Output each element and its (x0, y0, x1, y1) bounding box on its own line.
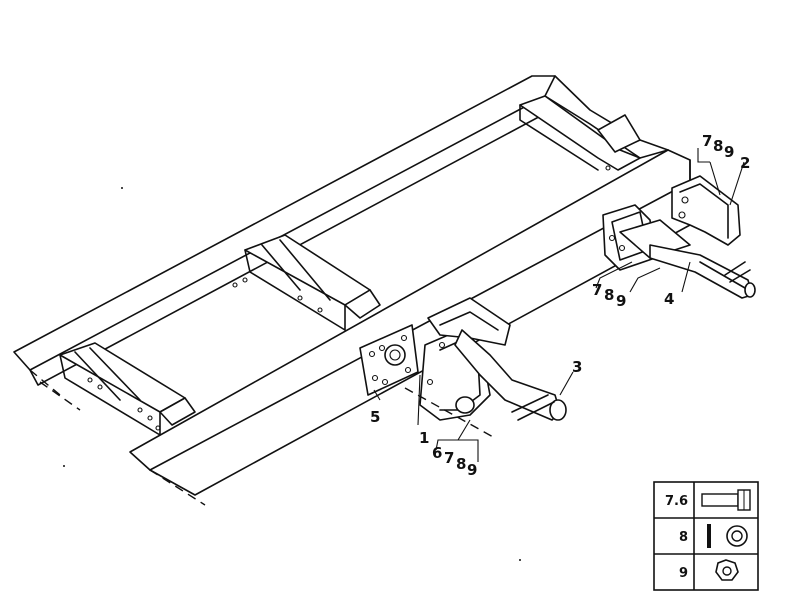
bolt-icon (701, 489, 751, 511)
group-mid-7: 7 (592, 281, 602, 299)
group-bot-7: 7 (444, 449, 454, 467)
group-bot-9: 9 (467, 461, 477, 479)
front-suspension-assembly (359, 297, 567, 439)
group-bot-8: 8 (456, 455, 466, 473)
callout-labels: 1 2 3 4 5 7 8 9 7 8 9 6 7 8 9 (370, 132, 750, 479)
washer-icon (707, 524, 748, 548)
legend-number-row2: 8 (679, 530, 688, 545)
callout-leaders (373, 148, 745, 462)
rear-mount-assembly (602, 175, 756, 299)
group-mid-8: 8 (604, 286, 614, 304)
fastener-legend: 7.6 8 9 (653, 481, 759, 591)
group-mid-9: 9 (616, 292, 626, 310)
group-bot-6: 6 (432, 444, 442, 462)
rivet-holes (87, 165, 611, 431)
group-top-8: 8 (713, 137, 723, 155)
callout-1: 1 (419, 429, 429, 447)
nut-icon (715, 559, 739, 581)
chassis-frame (13, 75, 691, 506)
callout-2: 2 (740, 154, 750, 172)
group-top-9: 9 (724, 143, 734, 161)
group-top-7: 7 (702, 132, 712, 150)
callout-4: 4 (664, 290, 674, 308)
legend-number-row1: 7.6 (665, 494, 688, 509)
legend-number-row3: 9 (679, 566, 688, 581)
callout-3: 3 (572, 358, 582, 376)
callout-5: 5 (370, 408, 380, 426)
